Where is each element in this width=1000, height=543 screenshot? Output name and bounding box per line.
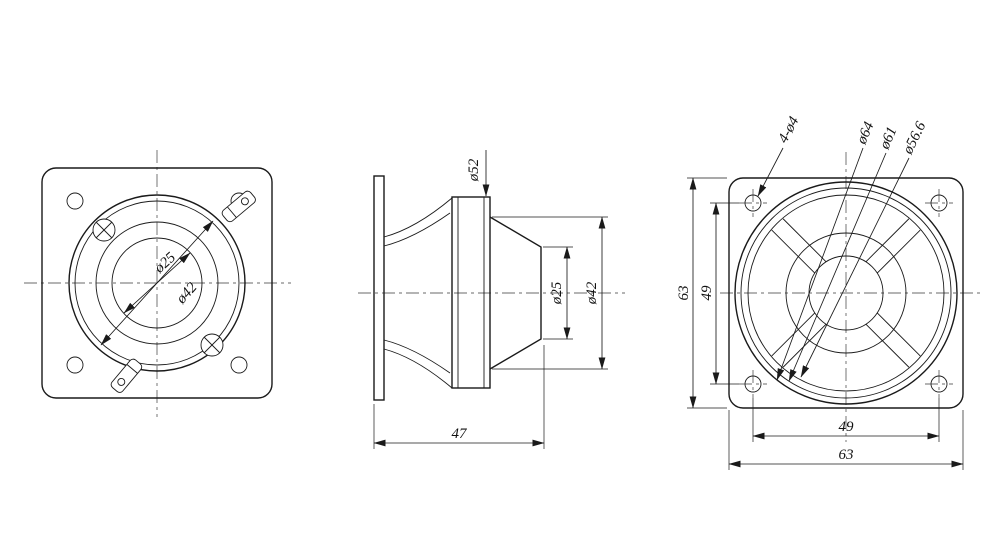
dim-label-side-d25: ø25 bbox=[549, 281, 565, 305]
phillips-screw bbox=[92, 218, 116, 242]
dim-label-front-holes: 4-ø4 bbox=[775, 114, 802, 146]
dim-front-bottom-63: 63 bbox=[728, 410, 964, 470]
dim-front-left-49: 49 bbox=[699, 202, 739, 385]
dim-label-side-d42: ø42 bbox=[584, 281, 600, 305]
front-mounting-plate bbox=[728, 177, 964, 409]
dim-side-d25: ø25 bbox=[543, 246, 573, 340]
dim-side-depth: 47 bbox=[373, 345, 545, 449]
dim-label-front-d61: ø61 bbox=[877, 125, 901, 153]
dim-front-d64: ø64 bbox=[776, 119, 878, 381]
rear-view: ø25 ø42 bbox=[24, 150, 291, 417]
dim-label-front-d566: ø56.6 bbox=[900, 119, 930, 158]
dim-label-front-left49: 49 bbox=[699, 285, 715, 301]
dim-front-left-63: 63 bbox=[676, 177, 727, 409]
phillips-screw bbox=[200, 333, 224, 357]
terminal-lug bbox=[221, 190, 256, 223]
terminal-lug bbox=[110, 358, 143, 393]
dim-front-bottom-49: 49 bbox=[752, 398, 940, 442]
dim-label-front-bottom49: 49 bbox=[839, 419, 855, 435]
dim-label-front-bottom63: 63 bbox=[839, 447, 854, 463]
dim-label-front-left63: 63 bbox=[676, 286, 692, 301]
side-cylinder bbox=[451, 196, 491, 389]
front-corner-holes bbox=[739, 189, 953, 398]
dim-side-d42: ø42 bbox=[492, 216, 608, 370]
rear-mounting-plate bbox=[41, 167, 273, 399]
front-view: 4-ø4 ø64 ø61 ø56.6 63 49 bbox=[676, 114, 982, 470]
front-grille-x bbox=[771, 218, 921, 368]
side-horn-profile bbox=[383, 197, 453, 389]
side-flange bbox=[373, 175, 385, 401]
rear-centerlines bbox=[24, 150, 291, 417]
side-view: ø52 ø25 ø42 47 bbox=[358, 150, 625, 449]
side-cone bbox=[489, 216, 542, 370]
dim-label-side-d52: ø52 bbox=[466, 158, 482, 182]
dim-label-front-d64: ø64 bbox=[854, 119, 878, 147]
front-centerlines bbox=[720, 152, 982, 442]
dim-label-side-depth: 47 bbox=[452, 426, 469, 442]
dim-side-d52: ø52 bbox=[466, 150, 490, 197]
dim-front-d566: ø56.6 bbox=[800, 119, 930, 378]
dim-front-holes: 4-ø4 bbox=[757, 114, 803, 197]
